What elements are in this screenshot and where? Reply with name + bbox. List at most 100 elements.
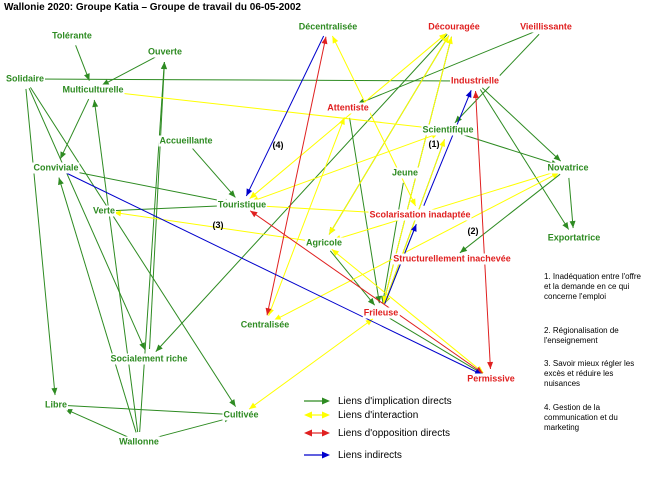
link-interaction-centralisee-attentiste: [268, 117, 345, 316]
arrowhead-accueillante-touristique: [228, 190, 236, 198]
arrowhead-permissive-agricole: [331, 249, 340, 257]
node-tolerante: Tolérante: [51, 30, 93, 42]
node-permissive: Permissive: [466, 373, 516, 385]
arrowhead-novatrice-structurellement: [459, 246, 468, 253]
link-interaction-scientifique-frileuse: [383, 139, 446, 304]
link-indirect-conviviale-permissive: [64, 171, 483, 376]
node-ouverte: Ouverte: [146, 46, 184, 58]
node-exportatrice: Exportatrice: [546, 232, 602, 244]
arrowhead-centralisee-attentiste: [339, 117, 345, 125]
arrowhead-decouragee-agricole: [329, 226, 336, 235]
legend-indirect: Liens indirects: [302, 448, 402, 462]
link-implication-ouverte-multiculturelle: [101, 56, 157, 86]
arrowhead-centralisee-decentralisee: [321, 36, 328, 45]
link-interaction-touristique-scientifique: [251, 132, 439, 203]
marker-2: (2): [467, 226, 479, 236]
node-wallonne: Wallonne: [118, 436, 160, 448]
link-implication-wallonne-conviviale: [58, 177, 137, 433]
node-novatrice: Novatrice: [546, 162, 590, 174]
link-opposition-decentralisee-centralisee: [266, 36, 327, 316]
link-implication-verte-touristique: [113, 204, 233, 212]
node-socialement: Socialement riche: [109, 353, 189, 365]
arrowhead-decentralisee-scolarisation: [409, 198, 416, 207]
link-implication-wallonne-cultivee: [148, 417, 232, 440]
link-implication-attentiste-frileuse: [349, 117, 380, 304]
link-interaction-verte-agricole: [113, 211, 315, 243]
link-implication-scientifique-novatrice: [457, 132, 559, 166]
legend-opposition: Liens d'opposition directs: [302, 426, 450, 440]
arrowhead-decouragee-touristique: [249, 191, 257, 199]
note-2: 2. Régionalisation de l'enseignement: [544, 326, 619, 345]
legend-indirect-label: Liens indirects: [338, 449, 402, 461]
legend-implication: Liens d'implication directs: [302, 394, 452, 408]
node-decentralisee: Décentralisée: [297, 21, 359, 33]
arrowhead-industrielle-novatrice: [553, 154, 561, 162]
arrowhead-tolerante-multiculturelle: [84, 73, 90, 81]
node-verte: Verte: [91, 205, 117, 217]
link-implication-decouragee-socialement: [155, 34, 448, 352]
arrowhead-wallonne-multiculturelle: [92, 99, 99, 108]
link-implication-multiculturelle-conviviale: [59, 98, 90, 160]
arrowhead-frileuse-cultivee: [249, 402, 257, 410]
arrowhead-agricole-decouragee: [442, 35, 449, 44]
node-structurellement: Structurellement inachevée: [392, 253, 512, 265]
node-touristique: Touristique: [216, 199, 268, 211]
link-implication-novatrice-exportatrice: [568, 177, 574, 229]
arrowhead-decouragee-socialement: [155, 344, 163, 352]
link-interaction-agricole-novatrice: [333, 170, 559, 241]
node-scientifique: Scientifique: [421, 124, 475, 136]
link-interaction-agricole-decouragee: [328, 35, 450, 235]
link-implication-wallonne-ouverte: [139, 61, 165, 433]
arrowhead-frileuse-scolarisation: [410, 224, 417, 232]
link-implication-wallonne-libre: [64, 408, 131, 439]
node-agricole: Agricole: [304, 237, 344, 249]
link-indirect-scolarisation-industrielle: [423, 90, 472, 206]
link-implication-solidaire-libre: [25, 88, 56, 396]
node-jeune: Jeune: [390, 167, 420, 179]
arrowhead-centralisee-novatrice: [551, 172, 560, 179]
link-implication-solidaire-cultivee: [29, 87, 237, 407]
node-centralisee: Centralisée: [239, 319, 291, 331]
arrowhead-solidaire-libre: [51, 387, 58, 396]
arrowhead-vieillissante-scientifique: [454, 115, 462, 123]
node-conviviale: Conviviale: [32, 162, 80, 174]
node-accueillante: Accueillante: [158, 135, 214, 147]
arrowhead-scolarisation-industrielle: [465, 90, 472, 98]
link-implication-solidaire-socialement: [28, 87, 146, 351]
arrowhead-decentralisee-touristique: [246, 188, 253, 196]
link-interaction-touristique-decouragee: [249, 33, 447, 199]
legend-implication-label: Liens d'implication directs: [338, 395, 452, 407]
arrowhead-socialement-ouverte: [161, 61, 168, 70]
note-4: 4. Gestion de la communication et du mar…: [544, 403, 618, 432]
link-implication-vieillissante-attentiste: [357, 30, 537, 105]
link-implication-jeune-frileuse: [382, 182, 404, 304]
link-opposition-touristique-permissive: [249, 210, 484, 374]
link-implication-industrielle-exportatrice: [479, 89, 570, 230]
arrowhead-wallonne-conviviale: [58, 177, 64, 186]
marker-4: (4): [272, 140, 284, 150]
legend-opposition-swatch: [304, 429, 330, 437]
arrowhead-novatrice-centralisee: [273, 314, 282, 321]
link-interaction-decentralisee-scolarisation: [331, 35, 417, 207]
node-vieillissante: Vieillissante: [519, 21, 573, 33]
arrowhead-solidaire-cultivee: [229, 399, 236, 407]
arrowhead-conviviale-permissive: [474, 368, 483, 375]
node-multiculturelle: Multiculturelle: [61, 84, 125, 96]
link-implication-socialement-ouverte: [149, 61, 165, 350]
link-implication-industrielle-novatrice: [481, 87, 562, 162]
note-3: 3. Savoir mieux régler les excès et rédu…: [544, 359, 635, 388]
link-implication-industrielle-solidaire: [34, 78, 466, 82]
note-1: 1. Inadéquation entre l'offre et la dema…: [544, 272, 642, 301]
node-cultivee: Cultivée: [222, 409, 260, 421]
link-interaction-multiculturelle-scientifique: [102, 90, 439, 130]
arrowhead-frileuse-scientifique: [439, 139, 445, 147]
link-implication-libre-cultivee: [65, 405, 232, 415]
page-title: Wallonie 2020: Groupe Katia – Groupe de …: [4, 2, 301, 13]
link-interaction-agricole-permissive: [331, 248, 484, 374]
arrowhead-industrielle-permissive: [487, 361, 494, 370]
arrowhead-ouverte-multiculturelle: [101, 79, 110, 86]
arrowhead-solidaire-socialement: [139, 342, 145, 350]
legend-interaction-label: Liens d'interaction: [338, 409, 419, 421]
link-indirect-decentralisee-touristique: [245, 35, 325, 197]
arrowhead-agricole-frileuse: [367, 297, 375, 306]
